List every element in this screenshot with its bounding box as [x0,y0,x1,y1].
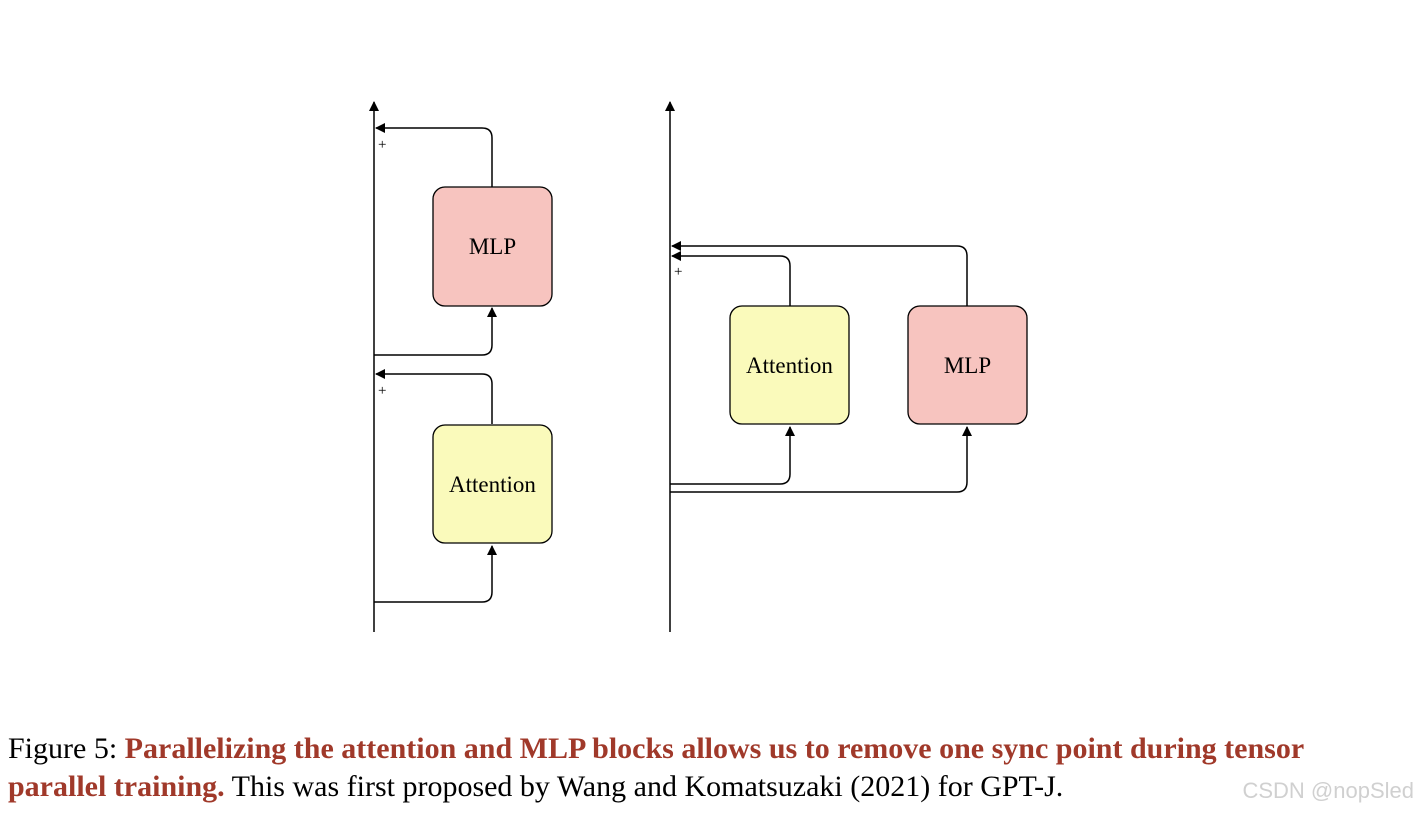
right-attention-box [729,305,850,425]
left-attention-box [432,424,553,544]
right-attention-label: Attention [746,353,833,378]
left-plus-upper: + [378,137,386,153]
caption-bold-text: Parallelizing the attention and MLP bloc… [8,732,1304,803]
right-attention-output-arrow [671,251,791,306]
figure-caption: Figure 5: Parallelizing the attention an… [8,730,1408,806]
sequential-block-diagram [369,101,497,632]
watermark: CSDN @nopSled [1242,778,1414,803]
right-mlp-input-arrow [670,426,972,493]
left-mlp-input-arrow [374,307,497,356]
right-mlp-box [907,305,1028,425]
right-plus: + [674,264,682,280]
left-mlp-output-arrow [375,123,493,187]
left-mlp-box [432,186,553,307]
left-attention-label: Attention [449,472,536,497]
left-attention-output-arrow [375,369,493,424]
right-attention-input-arrow [670,426,795,485]
left-attention-input-arrow [374,545,497,603]
caption-rest-text: This was first proposed by Wang and Koma… [231,770,1064,803]
caption-figure-label: Figure 5: [8,732,118,765]
architecture-diagram: MLP Attention + + Attention MLP + [369,101,1028,632]
left-plus-lower: + [378,383,386,399]
parallel-block-diagram [665,101,972,632]
left-mlp-label: MLP [469,234,516,259]
right-mlp-output-arrow [671,241,968,306]
right-mlp-label: MLP [944,353,991,378]
